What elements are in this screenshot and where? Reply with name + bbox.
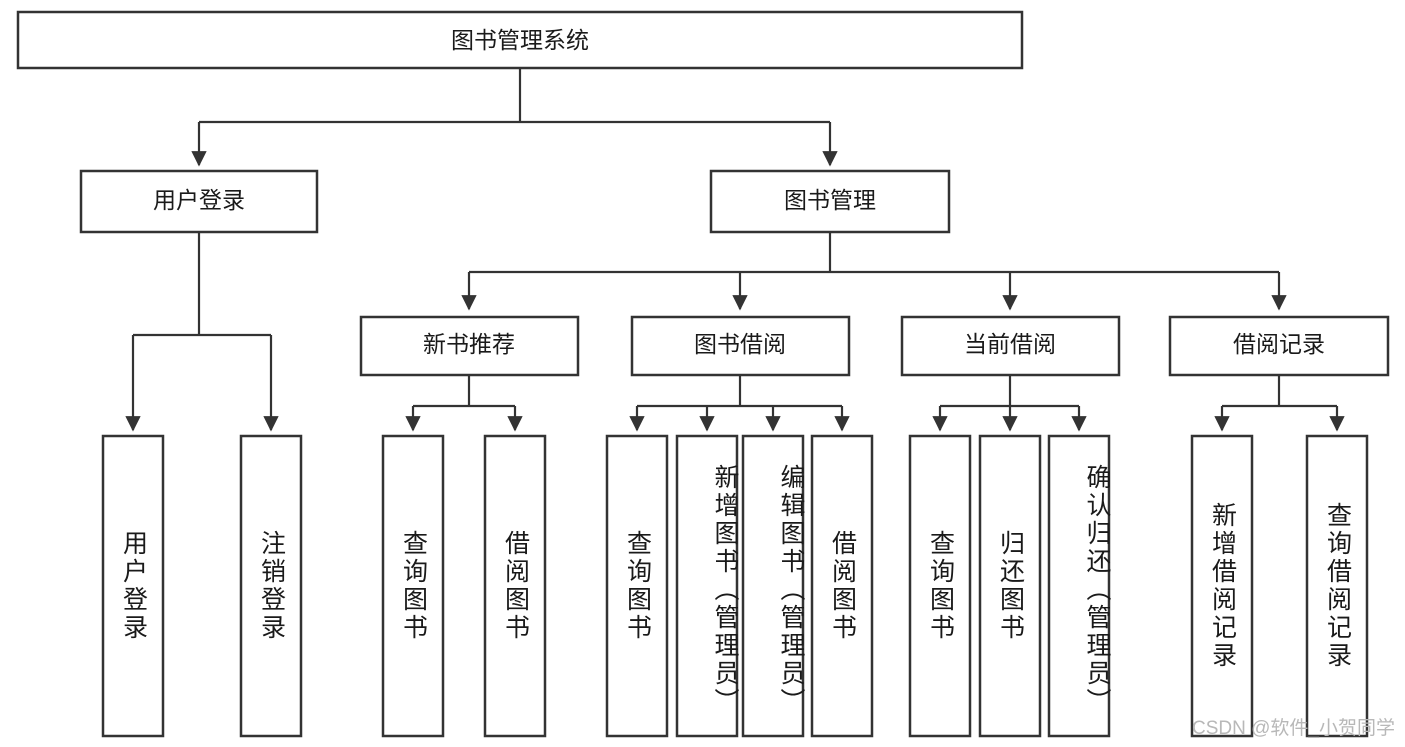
node-new-book-recommend-label: 新书推荐 bbox=[423, 331, 515, 357]
leaf-box-book-borrow-3[interactable] bbox=[810, 434, 874, 738]
connector-bookborrow-to-leaves bbox=[629, 375, 850, 432]
leaf-group-new-book-recommend bbox=[381, 434, 547, 738]
leaf-box-current-borrow-1[interactable] bbox=[978, 434, 1042, 738]
leaf-group-borrow-record bbox=[1190, 434, 1369, 738]
node-user-login[interactable]: 用户登录 bbox=[79, 169, 319, 234]
node-new-book-recommend[interactable]: 新书推荐 bbox=[359, 315, 580, 377]
leaf-box-user-login-1[interactable] bbox=[239, 434, 303, 738]
leaf-box-book-borrow-0[interactable] bbox=[605, 434, 669, 738]
leaf-box-user-login-0[interactable] bbox=[101, 434, 165, 738]
leaf-box-book-borrow-2[interactable] bbox=[741, 434, 805, 738]
leaf-group-current-borrow bbox=[908, 434, 1111, 738]
node-user-login-label: 用户登录 bbox=[153, 187, 245, 213]
connector-currentborrow-to-leaves bbox=[932, 375, 1087, 432]
leaf-box-new-book-0[interactable] bbox=[381, 434, 445, 738]
leaf-box-current-borrow-0[interactable] bbox=[908, 434, 972, 738]
node-root-system-label: 图书管理系统 bbox=[451, 27, 589, 53]
node-book-borrow[interactable]: 图书借阅 bbox=[630, 315, 851, 377]
connector-newbook-to-leaves bbox=[405, 375, 523, 432]
leaf-box-current-borrow-2[interactable] bbox=[1047, 434, 1111, 738]
node-book-management-label: 图书管理 bbox=[784, 187, 876, 213]
leaf-box-borrow-record-0[interactable] bbox=[1190, 434, 1254, 738]
node-book-borrow-label: 图书借阅 bbox=[694, 331, 786, 357]
leaf-group-user-login bbox=[101, 434, 303, 738]
csdn-watermark: CSDN @软件_小贺同学 bbox=[1192, 718, 1395, 739]
node-root-system[interactable]: 图书管理系统 bbox=[16, 10, 1024, 70]
connector-userlogin-to-leaves bbox=[125, 232, 279, 432]
leaf-box-borrow-record-1[interactable] bbox=[1305, 434, 1369, 738]
node-borrow-record[interactable]: 借阅记录 bbox=[1168, 315, 1390, 377]
node-current-borrow-label: 当前借阅 bbox=[964, 331, 1056, 357]
leaf-group-book-borrow bbox=[605, 434, 874, 738]
node-book-management[interactable]: 图书管理 bbox=[709, 169, 951, 234]
connector-borrowrecord-to-leaves bbox=[1214, 375, 1345, 432]
leaf-box-new-book-1[interactable] bbox=[483, 434, 547, 738]
node-borrow-record-label: 借阅记录 bbox=[1233, 331, 1325, 357]
connector-root-to-level2 bbox=[191, 68, 838, 167]
leaf-box-book-borrow-1[interactable] bbox=[675, 434, 739, 738]
connector-bookmgmt-to-level3 bbox=[461, 232, 1287, 311]
node-current-borrow[interactable]: 当前借阅 bbox=[900, 315, 1121, 377]
